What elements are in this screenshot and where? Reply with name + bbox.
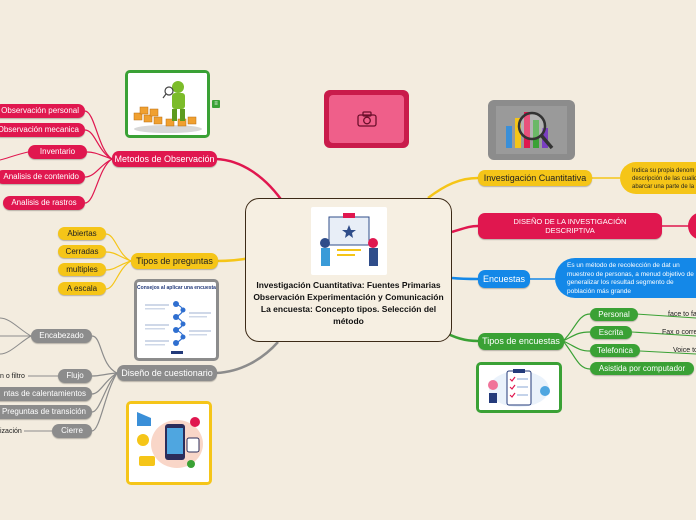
item-personal[interactable]: Personal xyxy=(590,308,638,321)
item-inventario[interactable]: Inventario xyxy=(28,145,87,159)
item-personal-detail[interactable]: face to fa xyxy=(668,310,696,318)
item-observacion-personal[interactable]: Observación personal xyxy=(0,104,85,118)
encuesta-tips-image: Consejos al aplicar una encuesta xyxy=(134,279,219,361)
survey-form-image xyxy=(476,362,562,413)
item-preguntas-transicion[interactable]: Preguntas de transición xyxy=(0,405,92,419)
note-icon[interactable]: ≡ xyxy=(212,100,220,108)
branch-encuestas[interactable]: Encuestas xyxy=(478,270,530,288)
tips-infographic xyxy=(145,301,211,354)
item-analisis-rastros[interactable]: Analisis de rastros xyxy=(3,196,85,210)
item-escrita[interactable]: Escrita xyxy=(590,326,632,339)
item-telefonica-detail[interactable]: Voice to xyxy=(673,346,696,354)
camera-icon xyxy=(357,111,377,127)
item-abiertas[interactable]: Abiertas xyxy=(58,227,106,240)
item-cierre-child[interactable]: ización xyxy=(0,427,22,435)
item-flujo[interactable]: Flujo xyxy=(58,369,92,383)
item-analisis-contenido[interactable]: Analisis de contenido xyxy=(0,170,85,184)
item-flujo-filtro[interactable]: n o filtro xyxy=(0,372,25,380)
item-telefonica[interactable]: Telefonica xyxy=(590,344,640,357)
item-multiples[interactable]: multiples xyxy=(58,263,106,276)
branch-diseno-descriptiva[interactable]: DISEÑO DE LA INVESTIGACIÓN DESCRIPTIVA xyxy=(478,213,662,239)
item-asistida-computador[interactable]: Asistida por computador xyxy=(590,362,694,375)
magnifier-chart-illustration xyxy=(496,106,567,154)
encuestas-description: Es un método de recolección de dat un mu… xyxy=(555,258,696,298)
survey-illustration xyxy=(311,207,387,275)
survey-people-illustration xyxy=(129,404,209,482)
branch-metodos-observacion[interactable]: Metodos de Observación xyxy=(112,151,217,167)
image-placeholder[interactable] xyxy=(324,90,409,148)
observation-image xyxy=(125,70,210,138)
central-topic-title: Investigación Cuantitativa: Fuentes Prim… xyxy=(253,280,444,326)
item-encabezado[interactable]: Encabezado xyxy=(31,329,92,343)
research-image xyxy=(488,100,575,160)
marketing-image xyxy=(126,401,212,485)
branch-tipos-preguntas[interactable]: Tipos de preguntas xyxy=(131,253,218,269)
item-cerradas[interactable]: Cerradas xyxy=(58,245,106,258)
survey-form-illustration xyxy=(479,365,559,410)
item-preguntas-calentamiento[interactable]: ntas de calentamientos xyxy=(0,387,92,401)
branch-investigacion-cuantitativa[interactable]: Investigación Cuantitativa xyxy=(478,170,592,186)
descriptiva-child-node[interactable] xyxy=(688,212,696,240)
central-topic[interactable]: Investigación Cuantitativa: Fuentes Prim… xyxy=(245,198,452,342)
branch-diseno-cuestionario[interactable]: Diseño de cuestionario xyxy=(117,365,217,381)
item-observacion-mecanica[interactable]: Observación mecanica xyxy=(0,123,85,137)
investigacion-description: Indica su propia denom descripción de la… xyxy=(620,162,696,194)
branch-tipos-encuestas[interactable]: Tipos de encuestas xyxy=(478,333,564,350)
item-cierre[interactable]: Cierre xyxy=(52,424,92,438)
boxes-illustration xyxy=(128,73,207,135)
tips-image-title: Consejos al aplicar una encuesta xyxy=(137,285,216,291)
item-a-escala[interactable]: A escala xyxy=(58,282,106,295)
item-escrita-detail[interactable]: Fax o corre xyxy=(662,328,696,336)
